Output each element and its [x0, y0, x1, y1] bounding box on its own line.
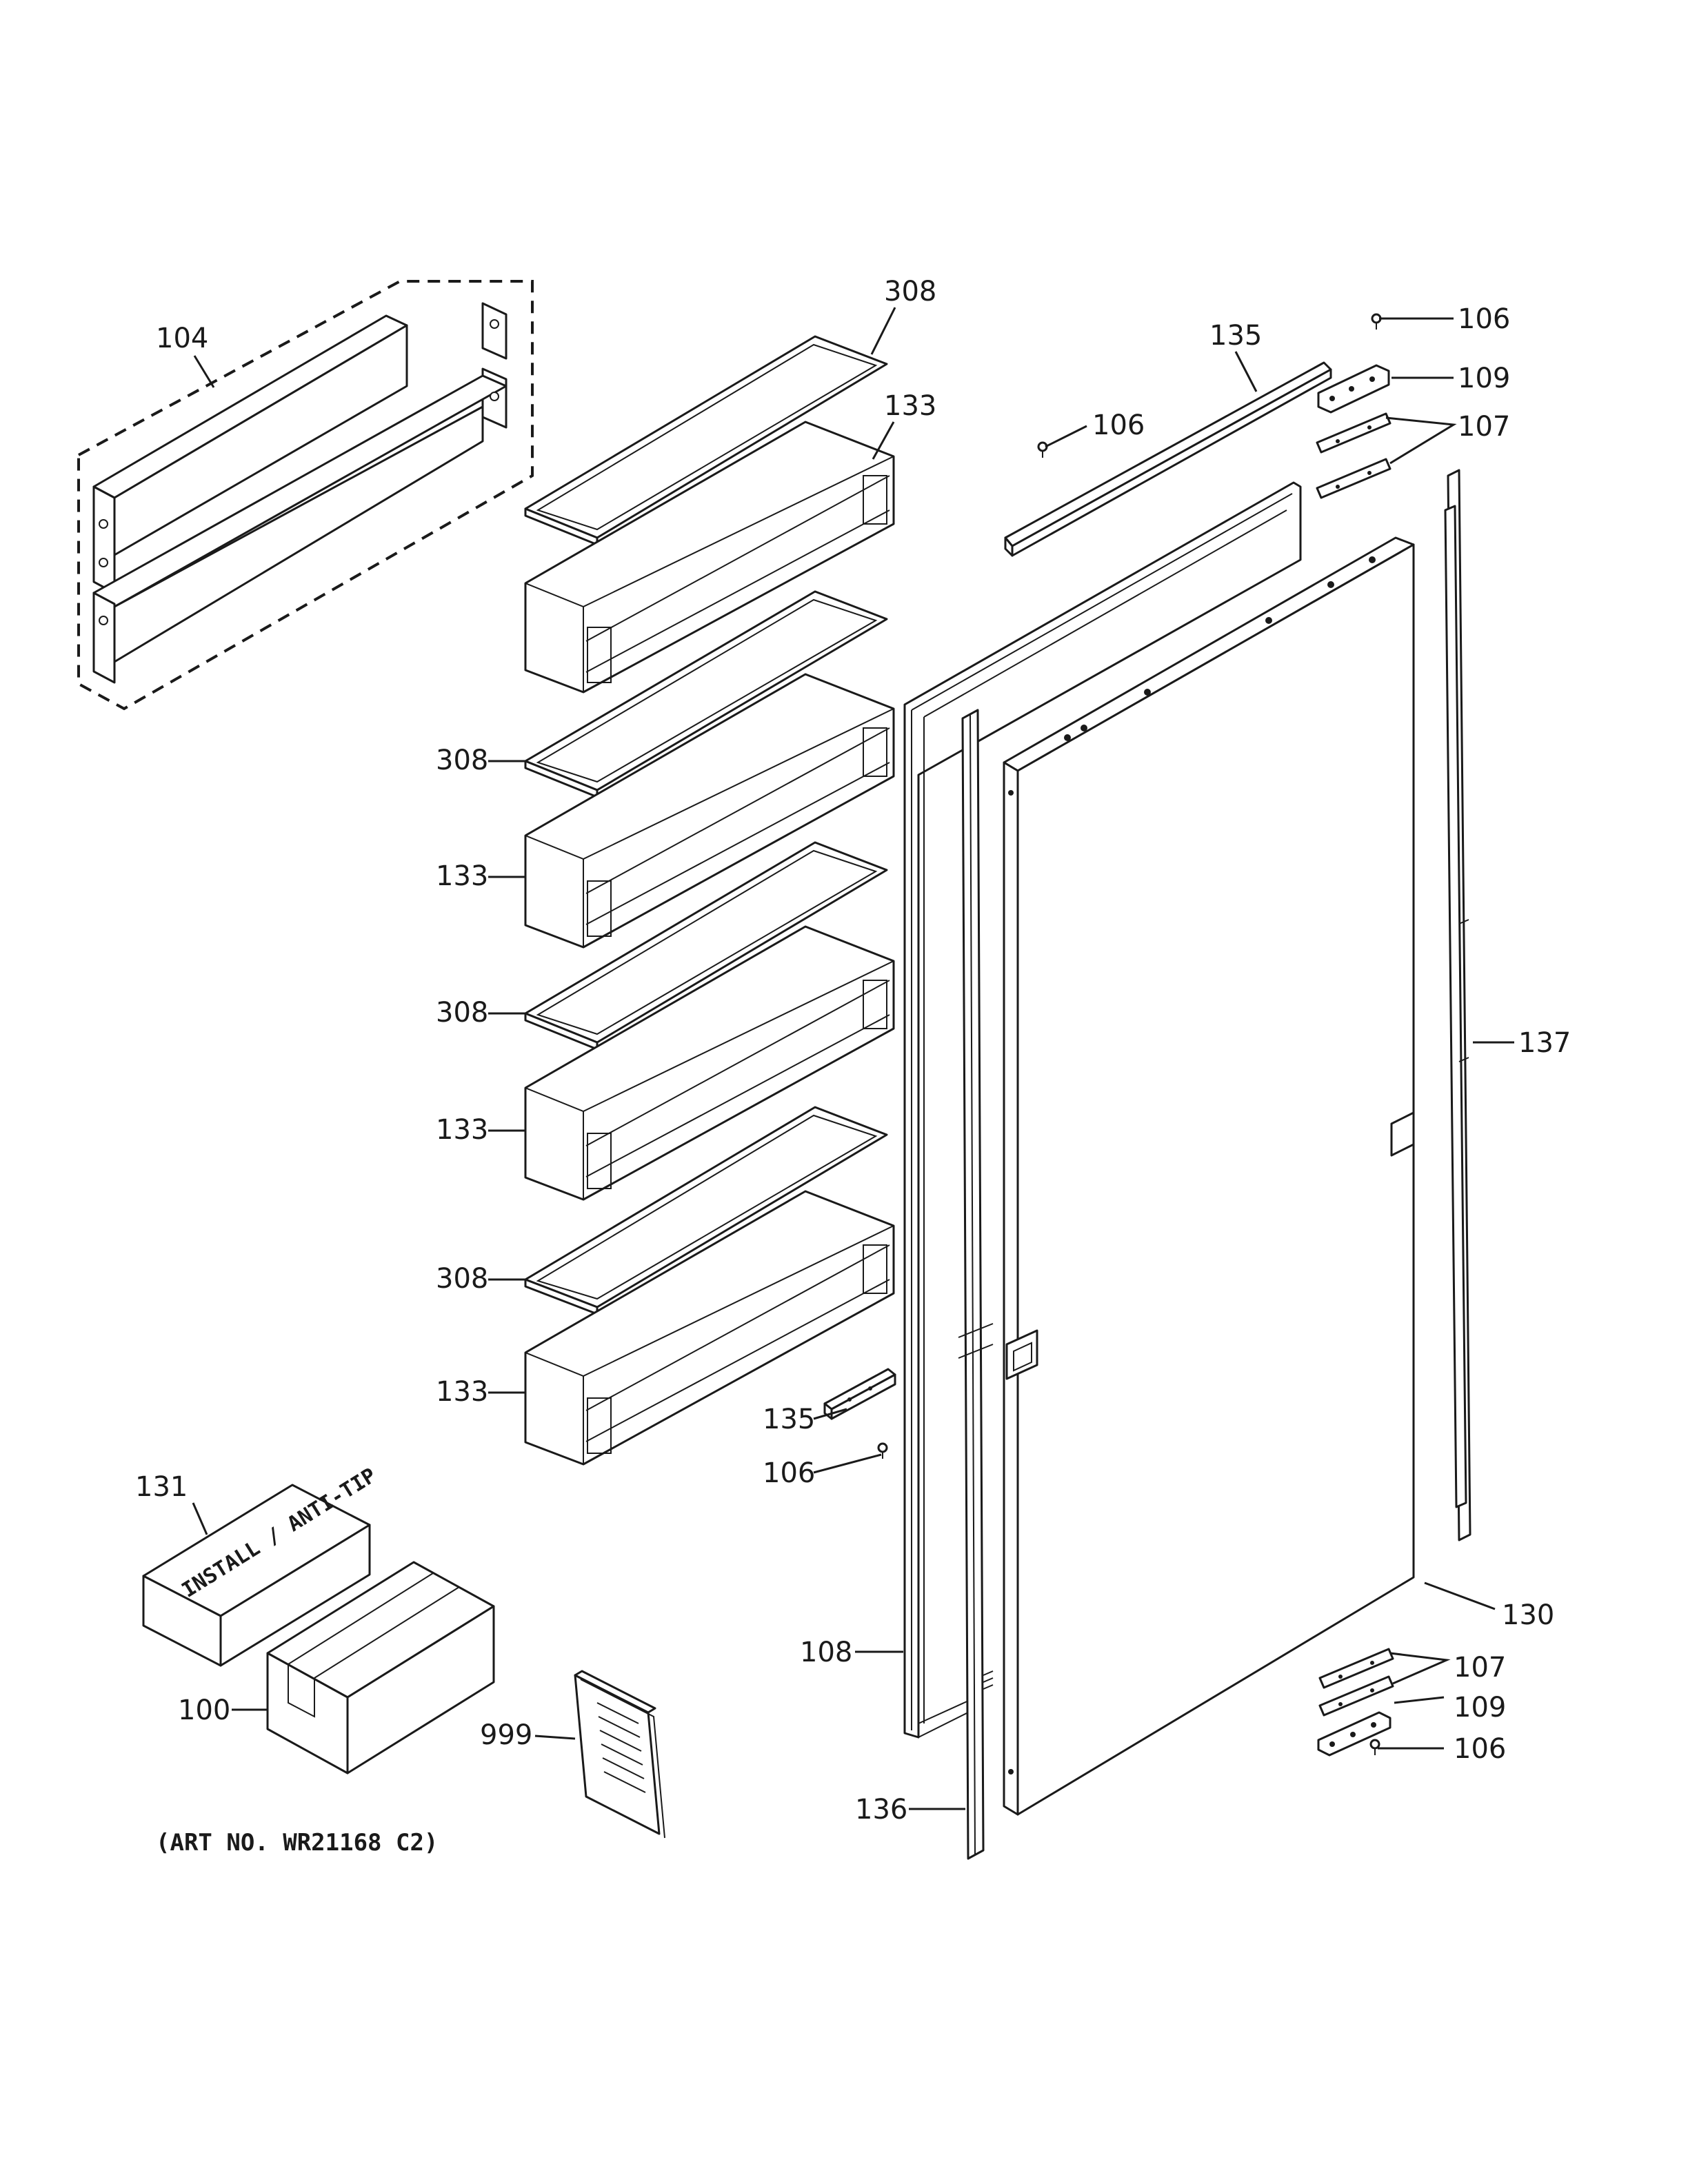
- art-number: (ART NO. WR21168 C2): [156, 1829, 438, 1857]
- callout-133-2: 133: [436, 860, 488, 892]
- callout-130: 130: [1502, 1599, 1554, 1631]
- part-136-trim-strip: [958, 709, 994, 1860]
- callout-108: 108: [800, 1637, 852, 1668]
- callout-106-mid: 106: [1092, 410, 1145, 441]
- callout-308-2: 308: [436, 745, 488, 776]
- callout-133-top: 133: [884, 390, 936, 422]
- callout-107-bottom: 107: [1454, 1652, 1506, 1684]
- part-106-screw-bottom: [1369, 1739, 1380, 1755]
- callout-labels: 104 308 133 308 133 308 133 308 133 135 …: [135, 276, 1571, 1826]
- part-104-kickplate-kit: [77, 280, 534, 711]
- part-133-door-bin-1: [524, 421, 895, 694]
- part-133-door-bin-3: [524, 925, 895, 1201]
- callout-106-bottom: 106: [1454, 1733, 1506, 1765]
- callout-133-4: 133: [436, 1376, 488, 1408]
- callout-136: 136: [855, 1794, 907, 1826]
- part-135-upper-bracket: [1004, 361, 1332, 557]
- part-108-door-gasket: [903, 481, 1302, 1739]
- callout-107-top: 107: [1458, 411, 1510, 443]
- part-106-screw-low: [877, 1442, 888, 1459]
- part-135-lower-bracket: [823, 1368, 896, 1420]
- callout-104: 104: [156, 323, 208, 354]
- part-107-shim-plates-top: [1316, 412, 1391, 499]
- part-100-carton: [266, 1561, 495, 1775]
- part-109-hinge-top: [1317, 364, 1390, 414]
- callout-106-low: 106: [763, 1457, 815, 1489]
- part-999-manual: [574, 1670, 665, 1839]
- callout-137: 137: [1518, 1027, 1571, 1059]
- part-308-shelf-1: [524, 335, 888, 546]
- part-107-shim-plates-bottom: [1318, 1648, 1394, 1717]
- callout-308-4: 308: [436, 1263, 488, 1295]
- callout-109-top: 109: [1458, 363, 1510, 394]
- part-137-trim: [1444, 469, 1471, 1541]
- leader-lines: [192, 307, 1514, 1810]
- part-133-door-bin-4: [524, 1190, 895, 1466]
- part-109-hinge-bottom: [1317, 1711, 1391, 1757]
- callout-109-bottom: 109: [1454, 1692, 1506, 1723]
- part-106-screw-top: [1371, 313, 1382, 330]
- part-308-shelf-3: [524, 841, 888, 1051]
- callout-308-top: 308: [884, 276, 936, 307]
- callout-308-3: 308: [436, 997, 488, 1029]
- part-308-shelf-2: [524, 590, 888, 798]
- callout-135-top: 135: [1209, 320, 1262, 352]
- part-133-door-bin-2: [524, 673, 895, 949]
- callout-133-3: 133: [436, 1114, 488, 1146]
- callout-106-top: 106: [1458, 303, 1510, 335]
- callout-100: 100: [178, 1695, 230, 1726]
- callout-999: 999: [480, 1719, 532, 1751]
- callout-131: 131: [135, 1471, 188, 1503]
- part-106-screw-mid: [1037, 441, 1048, 458]
- part-130-door-panel: [1003, 536, 1415, 1816]
- callout-135-low: 135: [763, 1404, 815, 1435]
